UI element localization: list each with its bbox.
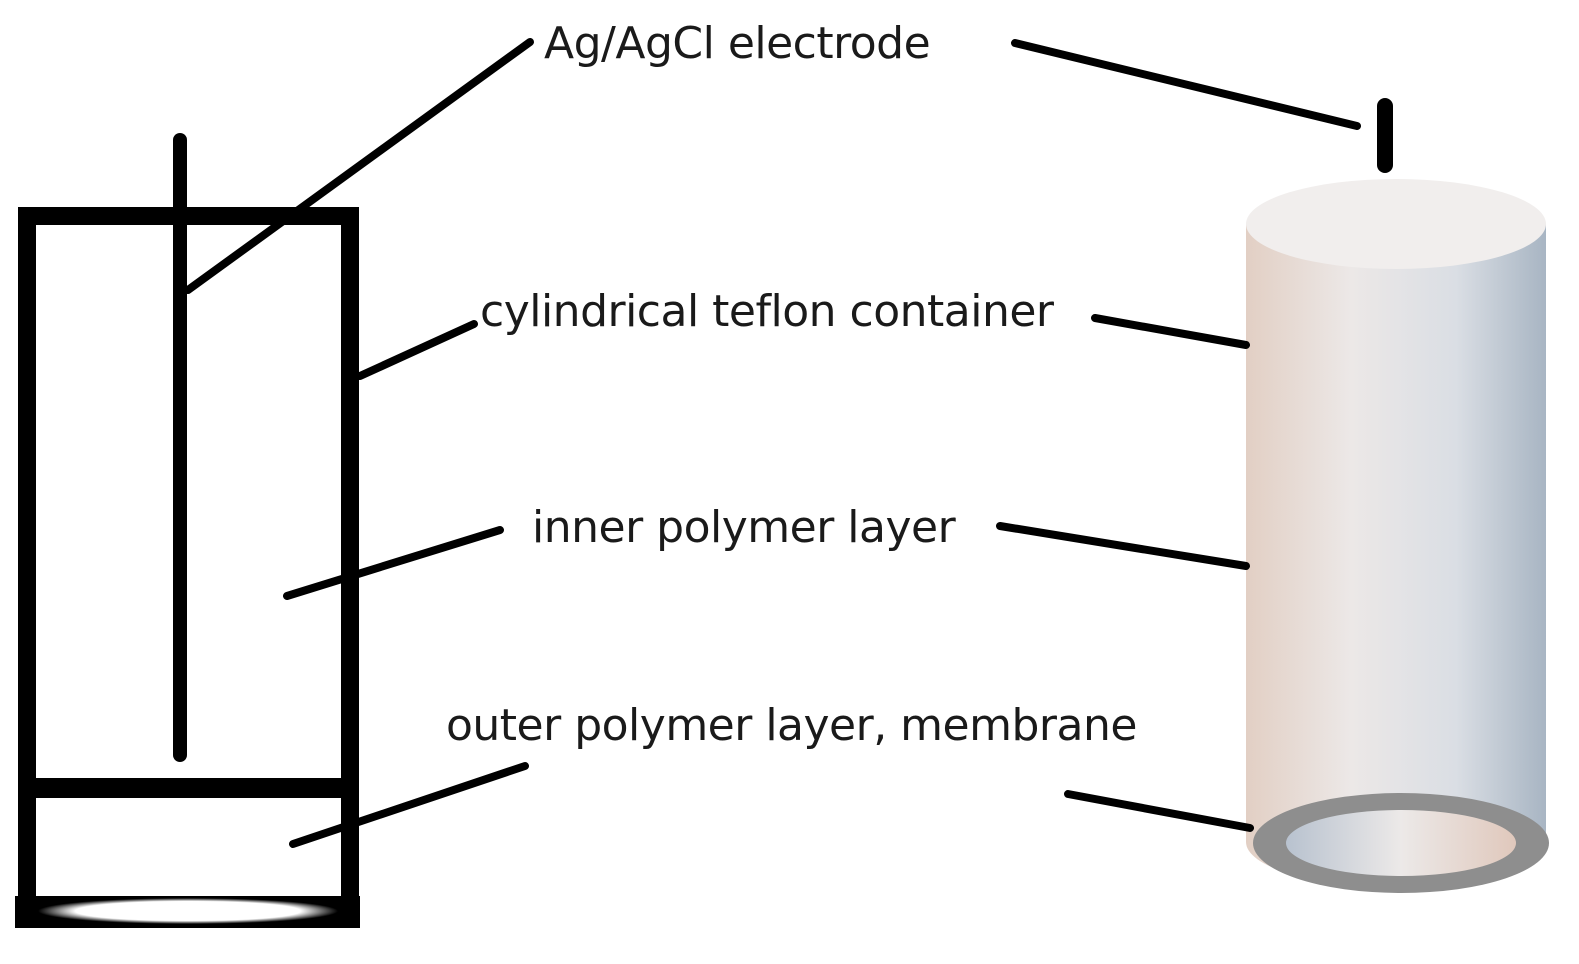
leader-electrode-left: [184, 38, 534, 294]
leader-electrode-right: [1011, 39, 1361, 130]
label-outer-polymer-layer: outer polymer layer, membrane: [446, 700, 1137, 751]
label-inner-polymer-layer: inner polymer layer: [532, 502, 956, 553]
cross-section-schematic: [15, 133, 360, 928]
label-electrode: Ag/AgCl electrode: [544, 18, 931, 69]
leader-inner-right: [996, 522, 1250, 570]
container-outline: [18, 207, 359, 925]
label-container: cylindrical teflon container: [480, 286, 1054, 337]
cylinder-body: [1246, 181, 1546, 887]
cylinder-3d: [1246, 98, 1549, 893]
cylinder-top: [1246, 179, 1546, 269]
leader-outer-left: [289, 762, 529, 848]
cylinder-bottom-opening: [1286, 810, 1516, 876]
leader-lines: [184, 38, 1361, 848]
leader-container-right: [1091, 314, 1250, 349]
leader-inner-left: [283, 526, 504, 600]
base-highlight: [38, 898, 338, 924]
leader-outer-right: [1064, 790, 1254, 832]
leader-container-left: [356, 320, 478, 380]
